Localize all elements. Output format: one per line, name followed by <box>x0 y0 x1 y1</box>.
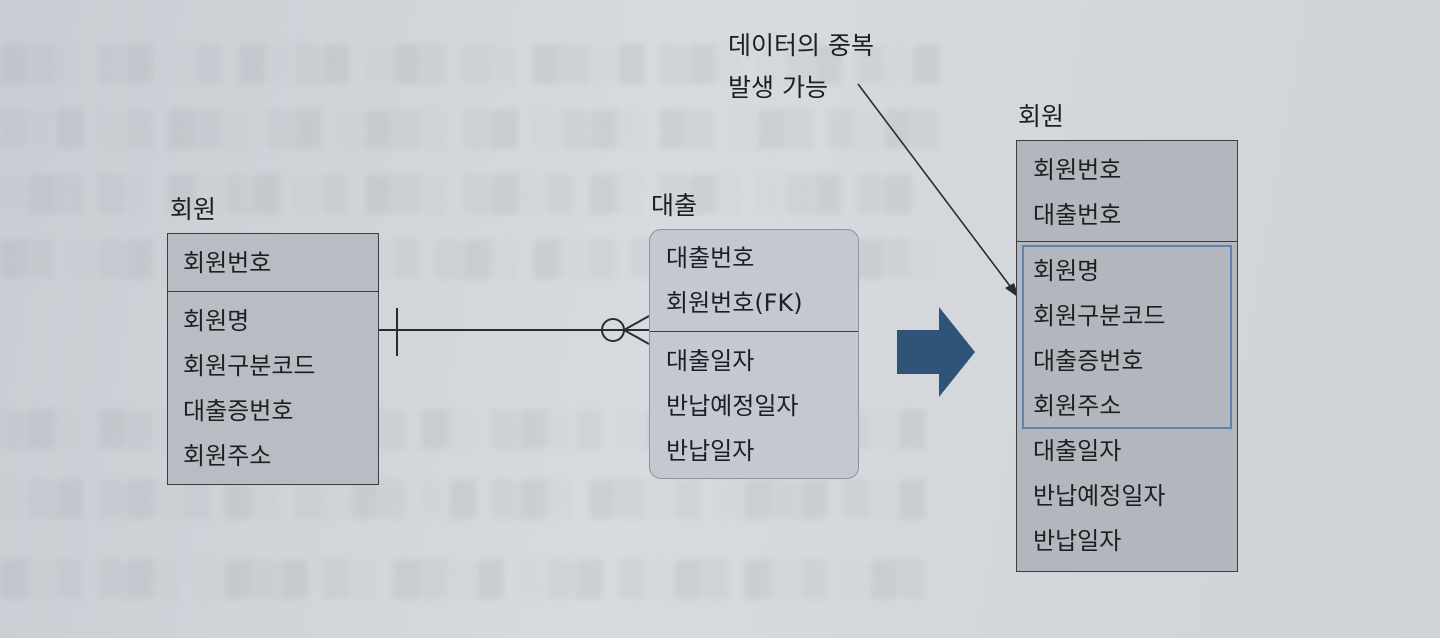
transform-arrow <box>897 307 975 397</box>
entity-attribute: 대출일자 <box>1033 437 1122 465</box>
duplicated-attribute: 회원명 <box>1033 257 1100 285</box>
loan-entity-attribute-section: 대출일자 반납예정일자 반납일자 <box>650 332 858 474</box>
annotation-pointer-head <box>1005 283 1019 298</box>
denormalized-entity-key-section: 회원번호 대출번호 <box>1017 141 1237 242</box>
left-entity-title: 회원 <box>170 195 217 224</box>
entity-attribute: 대출일자 <box>666 347 755 375</box>
background-bleed-text: ▓░▒ ▒▓░ ░▓▒▓ ▒░ ▓▒░▓ ░▒▓ ▒░▓▒ ▓░▒ ░▓▒ <box>0 560 927 600</box>
duplicated-attribute: 회원구분코드 <box>1033 302 1166 330</box>
entity-attribute: 반납예정일자 <box>1033 482 1166 510</box>
background-bleed-text: ░▓▒ ▒░ ▓░▒▓ ░▒ ▓▒░ ▒▓░▒ ▓░ ▒▓░ ░▒▓ ▒▓ <box>0 175 913 215</box>
background-bleed-text: ▓▒░ ▒▓ ░▒ ▓░▒▓ ░▓▒ ▒░ ▓▒░▓ ▒▓░ ░▒▓ ▒░▓ <box>0 45 941 85</box>
entity-key-field: 대출번호 <box>1033 201 1122 229</box>
duplicated-attribute: 대출증번호 <box>1033 347 1144 375</box>
annotation-line-2: 발생 가능 <box>728 73 828 102</box>
background-bleed-text: ▒░▓ ░▒ ▓▒░ ▒▓ ░▓▒░ ▒▓ ░▒▓░ ▓▒ ░▓▒ ▒░▓▒ <box>0 110 941 150</box>
denormalized-member-entity-box: 회원번호 대출번호 회원명 회원구분코드 대출증번호 회원주소 대출일자 반납예… <box>1016 140 1238 572</box>
mid-entity-title: 대출 <box>651 191 698 220</box>
member-entity-box: 회원번호 회원명 회원구분코드 대출증번호 회원주소 <box>167 233 379 485</box>
entity-key-field: 대출번호 <box>666 244 755 272</box>
member-entity-key-section: 회원번호 <box>168 234 378 292</box>
loan-entity-box: 대출번호 회원번호(FK) 대출일자 반납예정일자 반납일자 <box>649 229 859 479</box>
duplicate-highlight-box <box>1022 245 1232 429</box>
crows-foot-lower <box>623 329 650 345</box>
entity-attribute: 대출증번호 <box>183 397 294 425</box>
entity-attribute: 회원명 <box>183 307 250 335</box>
crows-foot-upper <box>623 315 650 331</box>
member-entity-attribute-section: 회원명 회원구분코드 대출증번호 회원주소 <box>168 292 378 479</box>
background-bleed-text: ░▒▓ ▒▓░▒ ▓░ ▒░▓▒ ░▓ ▒▓░ ▓▒░▒ ░▓▒▓ ▒░▓ <box>0 480 927 520</box>
annotation-line-1: 데이터의 중복 <box>728 31 874 60</box>
entity-key-field: 회원번호 <box>183 249 272 277</box>
annotation-pointer-line <box>857 83 1014 291</box>
entity-attribute: 반납예정일자 <box>666 392 799 420</box>
loan-entity-key-section: 대출번호 회원번호(FK) <box>650 230 858 332</box>
entity-key-field: 회원번호 <box>1033 156 1122 184</box>
entity-key-field: 회원번호(FK) <box>666 289 803 317</box>
denormalized-entity-attribute-section: 회원명 회원구분코드 대출증번호 회원주소 대출일자 반납예정일자 반납일자 <box>1017 242 1237 564</box>
right-entity-title: 회원 <box>1018 102 1065 131</box>
entity-attribute: 반납일자 <box>666 437 755 465</box>
entity-attribute: 회원구분코드 <box>183 352 316 380</box>
entity-attribute: 회원주소 <box>183 442 272 470</box>
duplicated-attribute: 회원주소 <box>1033 392 1122 420</box>
entity-attribute: 반납일자 <box>1033 527 1122 555</box>
